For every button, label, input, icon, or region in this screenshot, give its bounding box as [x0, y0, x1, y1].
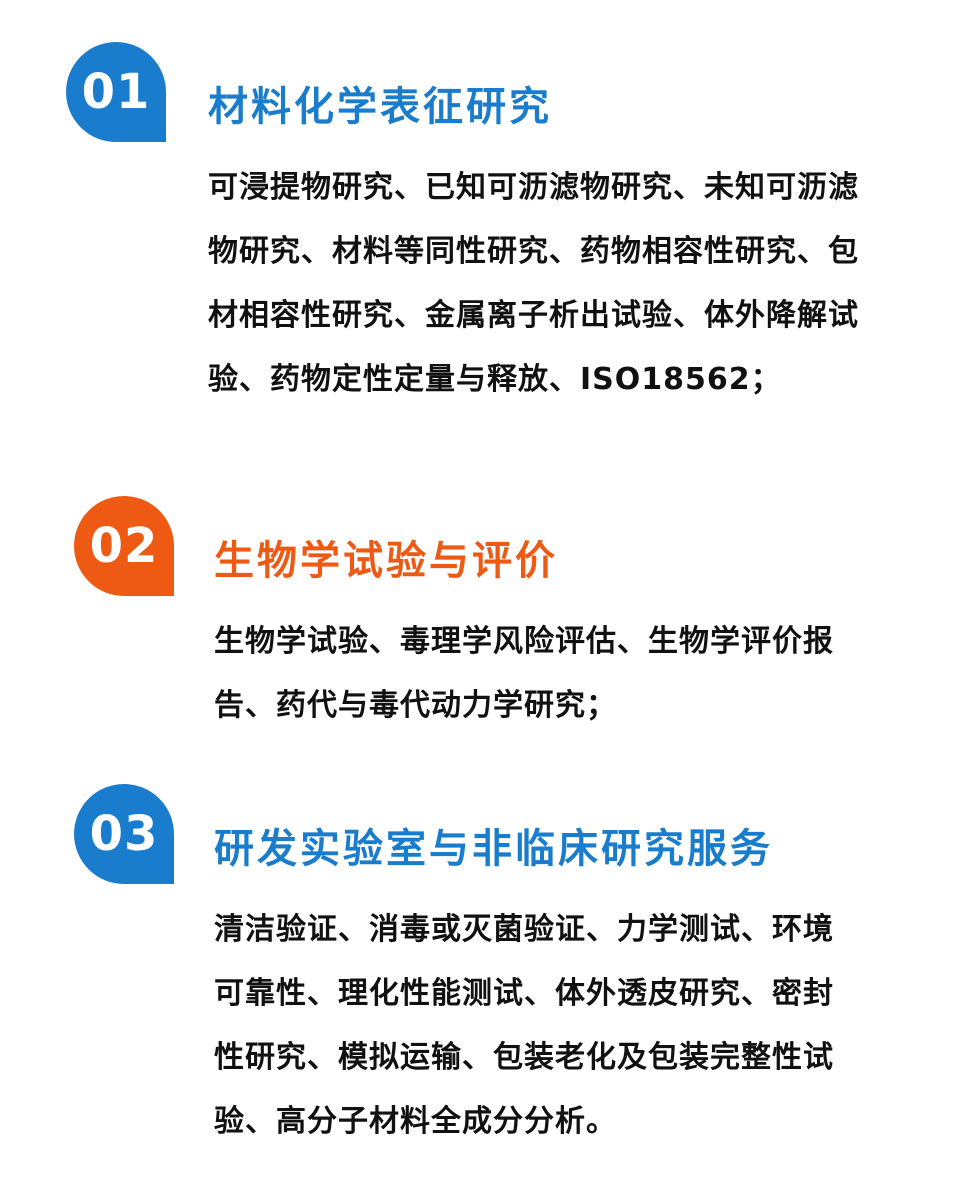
section-title: 生物学试验与评价: [214, 538, 558, 584]
section-title: 研发实验室与非临床研究服务: [214, 826, 773, 872]
section-number: 02: [89, 518, 159, 574]
section-number: 03: [89, 806, 159, 862]
section-number-badge: 01: [66, 42, 166, 142]
section-body: 生物学试验、毒理学风险评估、生物学评价报告、药代与毒代动力学研究；: [214, 624, 834, 723]
section-title: 材料化学表征研究: [208, 84, 552, 130]
section-body: 清洁验证、消毒或灭菌验证、力学测试、环境可靠性、理化性能测试、体外透皮研究、密封…: [214, 912, 834, 1139]
section-number: 01: [81, 64, 151, 120]
section-number-badge: 02: [74, 496, 174, 596]
section-number-badge: 03: [74, 784, 174, 884]
section-body: 可浸提物研究、已知可沥滤物研究、未知可沥滤物研究、材料等同性研究、药物相容性研究…: [208, 170, 859, 397]
